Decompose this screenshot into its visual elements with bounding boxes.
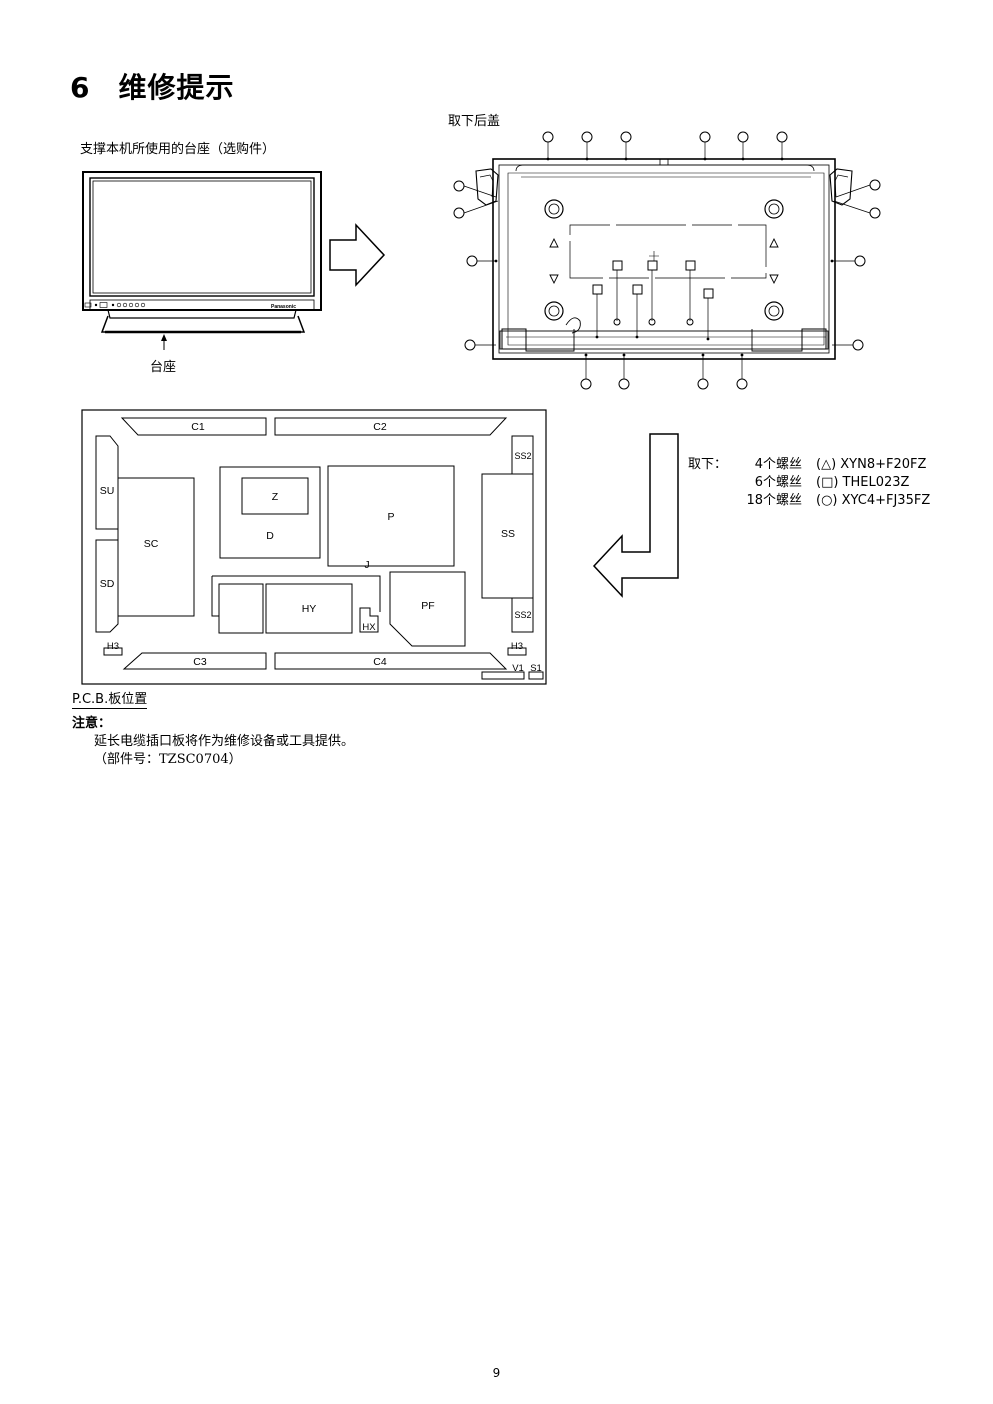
label-pf: PF [421, 600, 434, 612]
screw-spec-1: (△) XYN8+F20FZ [816, 457, 927, 472]
pcb-position-label: P.C.B.板位置 [72, 692, 148, 709]
label-sc: SC [144, 538, 159, 550]
board-h3-left [103, 647, 123, 656]
pcb-layout-diagram: C1 C2 C3 C4 SU SD SC Z D P SS2 SS SS2 HY… [81, 409, 547, 685]
board-p [327, 465, 455, 567]
board-h3-right [507, 647, 527, 656]
right-arrow [329, 223, 386, 287]
note-line-2: （部件号：TZSC0704） [94, 752, 242, 767]
board-c2 [274, 417, 508, 436]
label-j: J [364, 559, 369, 571]
board-v1 [481, 671, 525, 680]
label-z: Z [272, 491, 279, 503]
board-c1 [120, 417, 267, 436]
label-v1: V1 [512, 663, 524, 674]
board-s1 [528, 671, 544, 680]
removal-row-3: 18个螺丝 (○) XYC4+FJ35FZ [688, 492, 930, 510]
removal-lead: 取下： [688, 457, 728, 472]
label-ss: SS [501, 528, 515, 540]
board-pf [389, 571, 466, 647]
board-sc [117, 477, 195, 617]
tv-screen-outer [89, 177, 315, 297]
label-h3-left: H3 [107, 641, 119, 652]
label-c3: C3 [193, 656, 207, 668]
removal-row-1: 取下： 4个螺丝 (△) XYN8+F20FZ [688, 456, 930, 474]
removal-instructions: 取下： 4个螺丝 (△) XYN8+F20FZ 6个螺丝 (□) THEL023… [688, 456, 930, 510]
tv-front-buttons [84, 302, 146, 308]
rear-cover-caption: 取下后盖 [448, 114, 501, 129]
board-c3 [122, 652, 267, 670]
label-hx: HX [362, 622, 376, 633]
left-handle [475, 168, 499, 206]
stand-caption: 支撑本机所使用的台座（选购件） [80, 142, 276, 157]
pcb-chassis-outline [81, 409, 547, 685]
label-ss2-top: SS2 [514, 451, 531, 461]
screw-count-2: 6个螺丝 [754, 475, 802, 490]
removal-row-2: 6个螺丝 (□) THEL023Z [688, 474, 930, 492]
board-ss2-bottom [511, 597, 534, 633]
label-c1: C1 [191, 421, 205, 433]
board-ss [481, 473, 534, 599]
section-title-text: 维修提示 [118, 71, 235, 104]
label-c4: C4 [373, 656, 387, 668]
tv-bottom-bezel [89, 299, 315, 311]
label-ss2-bottom: SS2 [514, 610, 531, 620]
screw-count-3: 18个螺丝 [746, 493, 802, 508]
rear-frame-outer [492, 158, 836, 360]
rear-cover-diagram [453, 131, 881, 390]
stand-label: 台座 [150, 360, 177, 375]
section-number: 6 [70, 71, 91, 104]
label-p: P [387, 511, 394, 523]
label-c2: C2 [373, 421, 387, 433]
screw-count-1: 4个螺丝 [754, 457, 802, 472]
label-sd: SD [100, 578, 115, 590]
down-left-arrow [592, 433, 679, 598]
page-number: 9 [492, 1366, 501, 1380]
board-j [212, 575, 381, 612]
label-h3-right: H3 [511, 641, 523, 652]
screw-spec-3: (○) XYC4+FJ35FZ [816, 493, 931, 508]
tv-frame [82, 171, 322, 311]
board-d [219, 466, 321, 559]
note-heading: 注意： [72, 716, 112, 731]
stand-pointer-arrow [161, 334, 167, 341]
note-line-1: 延长电缆插口板将作为维修设备或工具提供。 [94, 734, 355, 749]
board-c4 [274, 652, 508, 670]
right-handle [829, 168, 853, 206]
board-hy [265, 583, 353, 634]
board-sd [95, 539, 119, 633]
label-hy: HY [302, 603, 317, 615]
tv-screen-inner [92, 180, 312, 294]
board-hx [359, 607, 379, 633]
board-hy-left [218, 583, 264, 634]
stand-neck [107, 309, 297, 319]
label-d: D [266, 530, 274, 542]
label-su: SU [100, 485, 115, 497]
label-s1: S1 [530, 663, 542, 674]
brand-logo: Panasonic [271, 304, 296, 310]
screw-spec-2: (□) THEL023Z [816, 475, 910, 490]
tv-stand-diagram: Panasonic [82, 171, 322, 350]
board-su [95, 435, 119, 530]
section-title: 6 维修提示 [70, 66, 235, 106]
board-z [241, 477, 309, 515]
